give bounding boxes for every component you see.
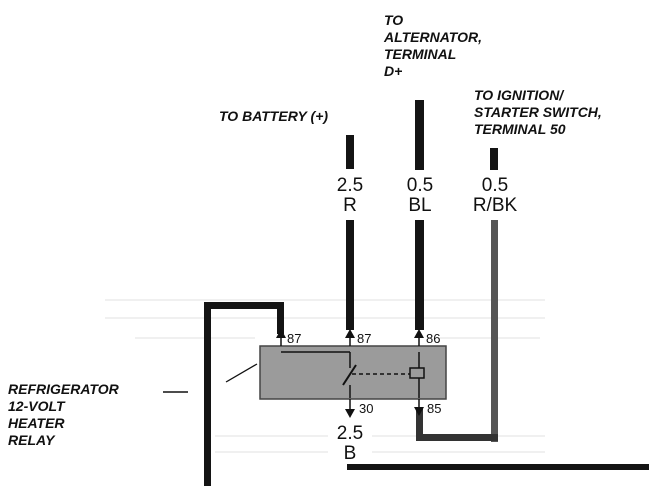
pin-85-label: 85 [427,401,441,416]
alternator-wire-gauge: 0.5 [406,175,434,196]
pin-87-left-label: 87 [287,331,301,346]
ignition-wire-color: R/BK [472,195,518,216]
relay-contact-switch [342,364,357,386]
output-wire-gauge: 2.5 [336,423,364,444]
relay-label-line-2: 12-VOLT [8,398,65,414]
output-wire [347,464,649,470]
alternator-wire-spec: 0.5 BL [394,176,446,216]
relay-label-line-4: RELAY [8,432,55,448]
battery-wire-color: R [343,195,357,216]
pin-87-left-wire-top [204,302,284,309]
pin-87-left-wire-vertical [277,302,284,334]
pin-85-arrow-icon [414,399,424,416]
relay-leader-line [225,363,258,383]
ignition-wire-gauge: 0.5 [481,175,509,196]
pin-87-right-arrow-icon [345,329,355,346]
pin-30-label: 30 [359,401,373,416]
ignition-label-line-3: TERMINAL 50 [474,121,566,137]
battery-wire-spec: 2.5 R [325,176,375,216]
alternator-label-line-1: TO [384,12,404,28]
battery-label: TO BATTERY (+) [219,108,329,124]
alternator-label-line-2: ALTERNATOR, [384,29,482,45]
pin-86-arrow-icon [414,329,424,346]
alternator-label-line-3: TERMINAL [384,46,457,62]
pin-30-arrow-icon [345,399,355,418]
ignition-wire-spec: 0.5 R/BK [460,176,530,216]
ignition-label-line-2: STARTER SWITCH, [474,104,602,120]
ignition-label: TO IGNITION/ STARTER SWITCH, TERMINAL 50 [474,87,602,138]
pin-86-label: 86 [426,331,440,346]
pin-87-left-arrow-icon [276,329,286,346]
output-wire-color: B [343,443,357,464]
pin-85-return-wire [416,434,498,441]
relay-label: REFRIGERATOR 12-VOLT HEATER RELAY [8,381,119,449]
relay-body [259,345,447,400]
battery-wire-gauge: 2.5 [336,175,364,196]
relay-label-line-3: HEATER [8,415,65,431]
output-wire-spec: 2.5 B [328,424,372,464]
alternator-wire [415,220,424,330]
ignition-wire-stub [490,148,498,170]
pin-87-left-wire-down [204,302,211,486]
alternator-wire-color: BL [408,195,432,216]
battery-wire [346,220,354,330]
battery-wire-stub [346,135,354,169]
alternator-label: TO ALTERNATOR, TERMINAL D+ [384,12,482,80]
alternator-label-line-4: D+ [384,63,403,79]
ignition-wire [491,220,498,442]
alternator-wire-stub [415,100,424,170]
relay-label-line-1: REFRIGERATOR [8,381,119,397]
relay-coil-icon [409,367,425,379]
pin-87-right-label: 87 [357,331,371,346]
pin-85-wire [416,408,423,441]
ignition-label-line-1: TO IGNITION/ [474,87,564,103]
background-bleed-through [105,299,545,453]
